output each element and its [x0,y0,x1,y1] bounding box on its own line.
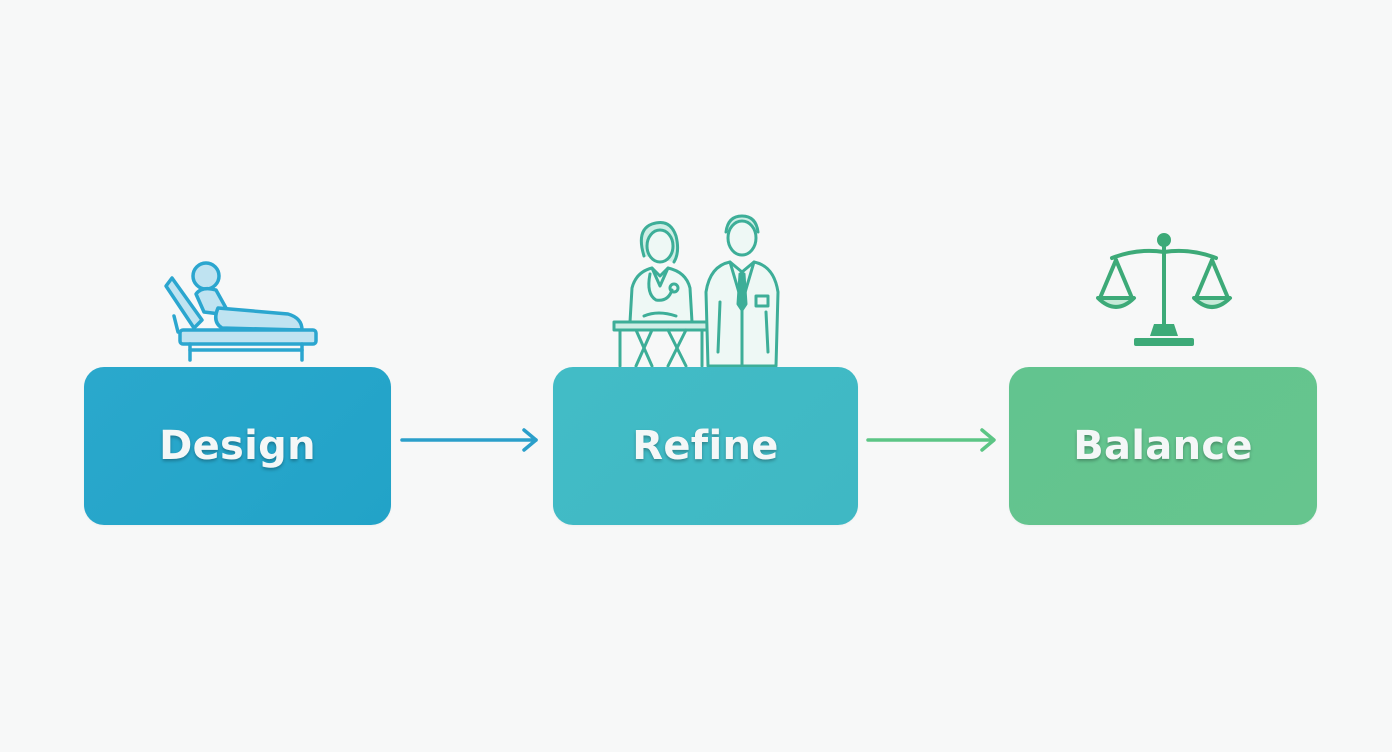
scales-of-justice-icon [1096,233,1232,346]
step-refine-label: Refine [632,423,779,469]
patient-in-bed-icon [164,261,318,362]
step-refine-box: Refine [553,367,858,525]
arrow-design-to-refine [400,428,538,452]
step-balance-box: Balance [1009,367,1317,525]
doctors-icon [612,214,780,368]
step-design-box: Design [84,367,391,525]
step-design-label: Design [159,423,316,469]
step-balance-label: Balance [1073,423,1253,469]
arrow-refine-to-balance [866,428,996,452]
